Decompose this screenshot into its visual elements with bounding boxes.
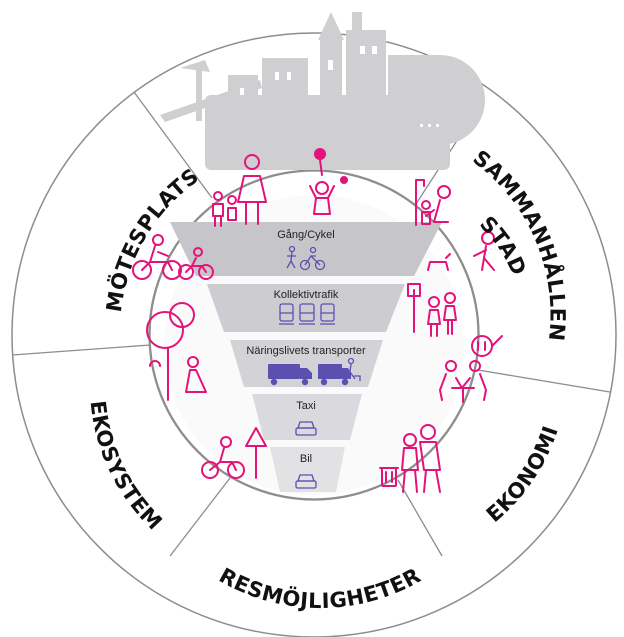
pyramid: Gång/Cykel Kollektivtrafik Näringslivets…: [170, 222, 442, 492]
divider-top-left: [133, 91, 213, 199]
balloon-small-icon: [340, 176, 348, 184]
balloon-icon: [314, 148, 326, 160]
city-skyline-icon: [160, 12, 485, 170]
divider-bottom-left: [169, 477, 231, 557]
truck-icon: [268, 364, 312, 386]
park-tree-icon: [146, 302, 207, 401]
tier-taxi: [252, 394, 362, 440]
dog-walker-icon: [427, 231, 495, 271]
tier-label-gang-cykel: Gång/Cykel: [277, 229, 334, 241]
family-icon: [212, 154, 267, 227]
tier-label-naringslivets: Näringslivets transporter: [246, 345, 366, 357]
tier-label-kollektivtrafik: Kollektivtrafik: [274, 289, 339, 301]
divider-left: [11, 344, 151, 356]
cyclists-icon: [132, 234, 214, 280]
tier-label-taxi: Taxi: [296, 400, 316, 412]
divider-bottom-right: [397, 479, 443, 557]
cyclist-sign-icon: [201, 427, 267, 479]
train-icon: [320, 303, 335, 325]
parent-child-bench-icon: [415, 179, 451, 226]
bus-stop-people-icon: [407, 283, 457, 337]
inner-disc-outline: [149, 170, 479, 500]
tier-gang-cykel: [170, 222, 442, 276]
pedestrians-bin-icon: [379, 424, 441, 493]
skyline-windows: [240, 46, 439, 127]
tier-label-bil: Bil: [300, 453, 312, 465]
bus-icon: [299, 303, 315, 325]
cafe-table-icon: [439, 335, 503, 403]
taxi-icon: [295, 421, 317, 436]
divider-right: [477, 369, 611, 393]
tier-kollektivtrafik: [207, 284, 405, 332]
tram-icon: [279, 303, 294, 325]
car-icon: [295, 474, 317, 489]
pedestrian-icon: [286, 245, 296, 269]
tier-bil: [270, 447, 345, 492]
van-icon: [318, 364, 351, 386]
bicycle-icon: [299, 246, 326, 271]
child-with-balloon-icon: [309, 159, 335, 215]
